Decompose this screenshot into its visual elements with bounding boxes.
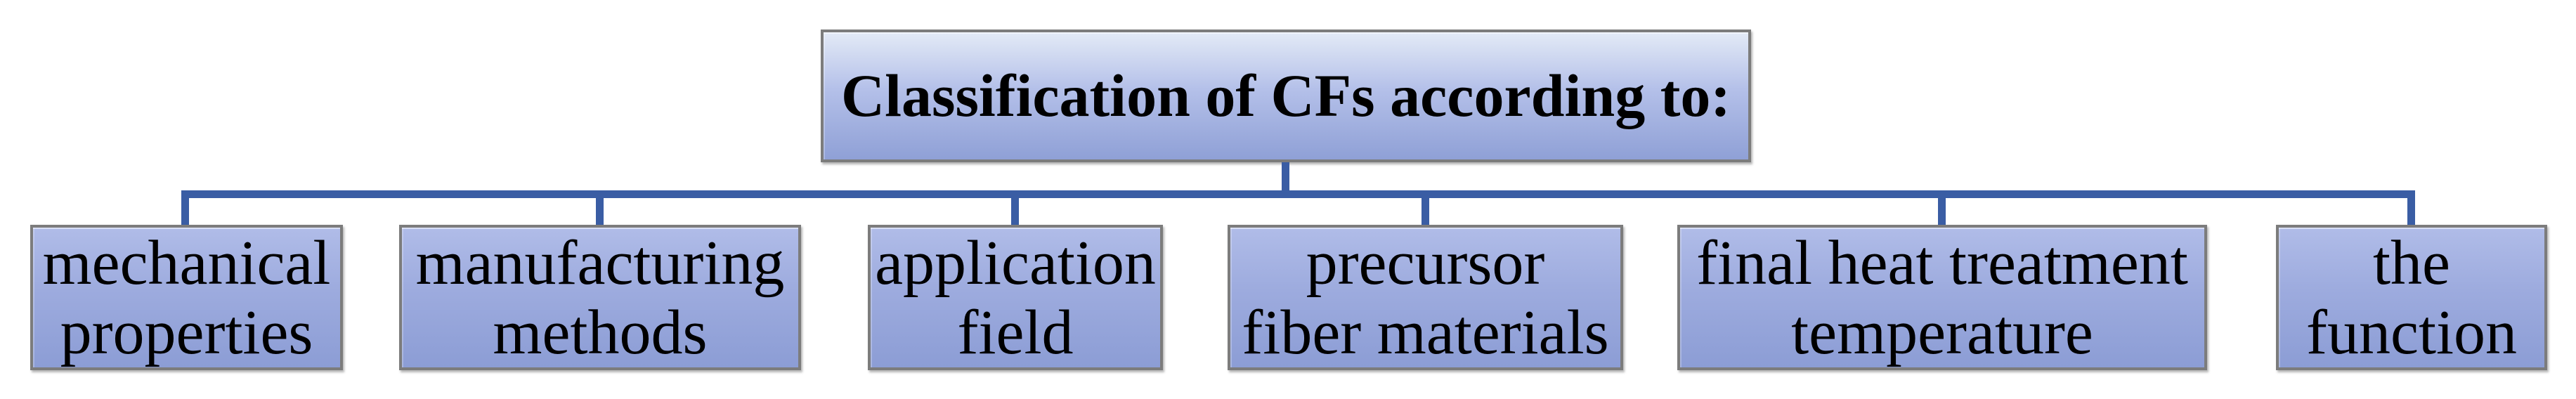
child-box-label: mechanical properties <box>42 228 331 367</box>
connector-stub-mechanical-properties <box>181 194 189 226</box>
connector-stub-precursor-fiber-materials <box>1422 194 1429 226</box>
connector-stub-final-heat-treatment <box>1938 194 1946 226</box>
child-box-application-field: application field <box>868 225 1163 370</box>
root-box-label: Classification of CFs according to: <box>841 62 1731 130</box>
connector-root-stub <box>1282 162 1289 194</box>
child-box-label: precursor fiber materials <box>1242 228 1609 367</box>
child-box-label: manufacturing methods <box>415 228 785 367</box>
child-box-final-heat-treatment-temperature: final heat treatment temperature <box>1677 225 2207 370</box>
connector-stub-manufacturing-methods <box>596 194 604 226</box>
connector-horizontal-rail <box>181 190 2415 198</box>
child-box-label: application field <box>875 228 1156 367</box>
connector-stub-application-field <box>1011 194 1019 226</box>
child-box-manufacturing-methods: manufacturing methods <box>399 225 801 370</box>
child-box-label: final heat treatment temperature <box>1696 228 2188 367</box>
child-box-mechanical-properties: mechanical properties <box>30 225 343 370</box>
child-box-the-function: the function <box>2276 225 2547 370</box>
child-box-label: the function <box>2306 228 2517 367</box>
child-box-precursor-fiber-materials: precursor fiber materials <box>1228 225 1623 370</box>
root-box-classification: Classification of CFs according to: <box>821 30 1751 162</box>
connector-stub-the-function <box>2407 194 2415 226</box>
